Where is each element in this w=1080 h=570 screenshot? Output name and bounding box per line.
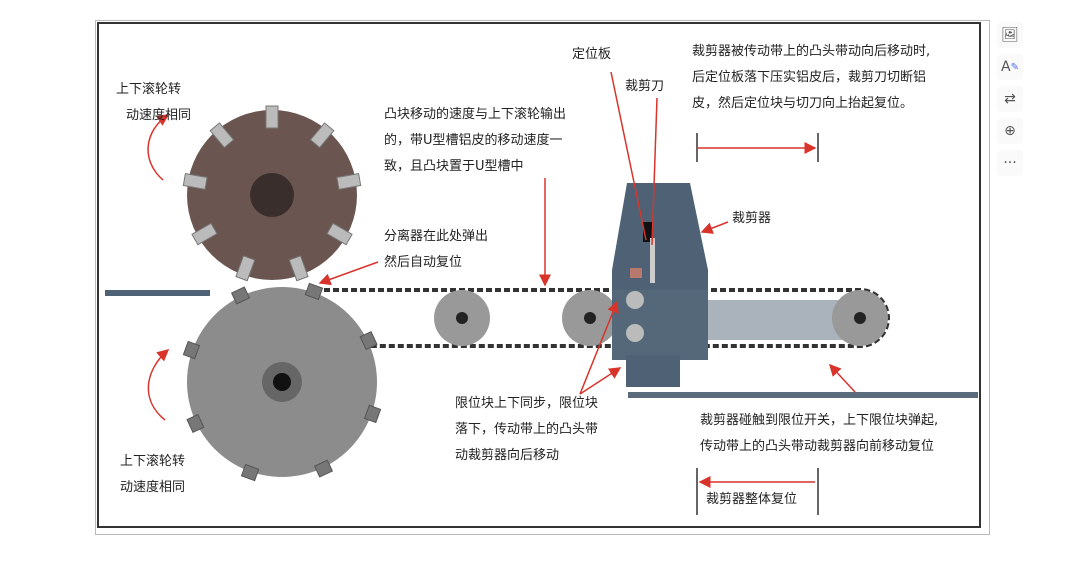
pulley xyxy=(832,290,888,346)
guide-shaft xyxy=(706,300,851,340)
annotation-lines xyxy=(147,71,856,488)
label-reset: 裁剪器整体复位 xyxy=(706,492,798,507)
label-cutting-knife: 裁剪刀 xyxy=(625,79,665,94)
cutter-machine xyxy=(612,183,708,387)
label-limit-switch: 裁剪器碰触到限位开关，上下限位块弹起,传动带上的凸头带动裁剪器向前移动复位 xyxy=(700,413,939,454)
label-limit-block: 限位块上下同步，限位块落下，传动带上的凸头带动裁剪器向后移动 xyxy=(455,396,599,463)
bottom-roller xyxy=(182,282,382,482)
label-cutter: 裁剪器 xyxy=(732,211,772,226)
text-edit-icon[interactable]: A✎ xyxy=(997,54,1023,80)
diagram-border xyxy=(97,22,981,528)
label-cutter-motion: 裁剪器被传动带上的凸头带动向后移动时,后定位板落下压实铝皮后，裁剪刀切断铝皮，然… xyxy=(692,44,931,111)
label-bottom-roller-speed: 上下滚轮转动速度相同 xyxy=(120,454,186,495)
right-toolbar: 🖼 A✎ ⇄ ⊕ ··· xyxy=(997,22,1025,182)
top-roller xyxy=(182,105,362,282)
label-cam-speed: 凸块移动的速度与上下滚轮输出的，带U型槽铝皮的移动速度一致，且凸块置于U型槽中 xyxy=(384,107,567,174)
more-icon[interactable]: ··· xyxy=(997,150,1023,176)
image-edit-icon[interactable]: 🖼 xyxy=(997,22,1023,48)
aluminum-strip xyxy=(105,290,210,296)
convert-icon[interactable]: ⇄ xyxy=(997,86,1023,112)
label-top-roller-speed: 上下滚轮转动速度相同 xyxy=(116,82,192,123)
range-brackets xyxy=(696,133,819,515)
rail xyxy=(628,392,978,398)
pulley xyxy=(434,290,490,346)
label-positioning-plate: 定位板 xyxy=(572,47,612,62)
zoom-in-icon[interactable]: ⊕ xyxy=(997,118,1023,144)
label-separator: 分离器在此处弹出然后自动复位 xyxy=(384,229,489,270)
pulley xyxy=(562,290,618,346)
